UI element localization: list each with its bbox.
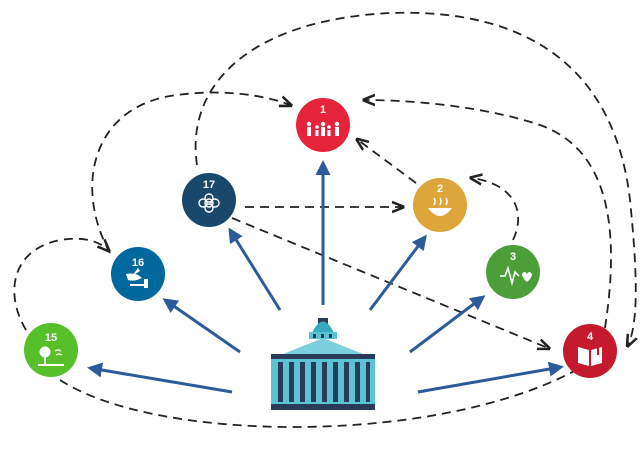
solid-arrow-to-16 [162, 298, 241, 354]
sdg-node-1: 1 [296, 98, 350, 152]
dashed-arrow-4-to-1 [365, 100, 612, 329]
sdg-node-2: 2 [413, 178, 467, 232]
dashed-arrow-2-to-1 [358, 140, 417, 184]
sdg-node-4: 4 [563, 324, 617, 378]
dashed-arrow-big-loop [194, 11, 636, 345]
government-building-icon [271, 318, 375, 410]
sdg-number-1: 1 [320, 104, 326, 116]
solid-arrow-to-17 [228, 227, 282, 311]
sdg-number-3: 3 [510, 251, 516, 263]
heartbeat-icon [500, 265, 532, 287]
tree-bird-icon [38, 346, 64, 366]
dashed-arrow-15-to-16 [13, 237, 108, 331]
sdg-number-2: 2 [437, 183, 443, 195]
bowl-food-icon [428, 197, 452, 216]
solid-arrows [87, 160, 564, 394]
open-book-icon [578, 343, 602, 366]
solid-arrow-to-2 [368, 234, 427, 311]
family-people-icon [306, 121, 340, 136]
solid-arrow-to-4 [417, 361, 564, 394]
dashed-arrow-3-to-2 [472, 178, 520, 241]
dashed-arrow-16-to-1 [91, 91, 290, 254]
sdg-node-3: 3 [486, 245, 540, 299]
sdg-node-15: 15 [24, 323, 78, 377]
solid-arrow-to-15 [87, 362, 233, 394]
sdg-number-17: 17 [203, 179, 215, 191]
sdg-number-15: 15 [45, 332, 57, 344]
solid-arrow-to-3 [409, 295, 486, 354]
sdg-number-4: 4 [587, 331, 594, 343]
dove-gavel-icon [126, 268, 148, 288]
sdg-node-17: 17 [182, 173, 236, 227]
partnership-rings-icon [198, 193, 220, 213]
dashed-arrow-15-to-4 [59, 365, 585, 428]
sdg-node-16: 16 [111, 247, 165, 301]
sdg-number-16: 16 [132, 257, 144, 269]
